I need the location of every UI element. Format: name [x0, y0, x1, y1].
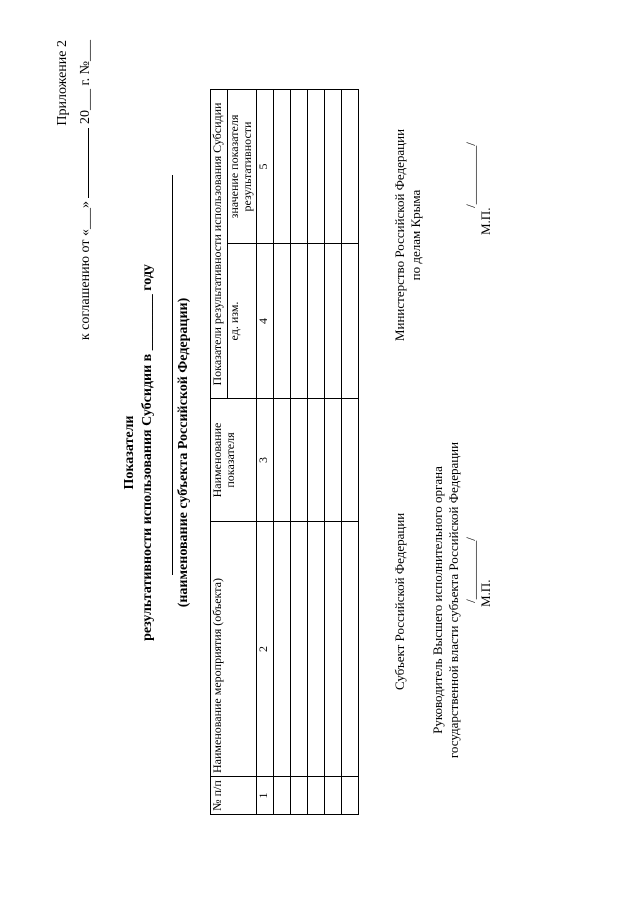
left-signature-role: Руководитель Высшего исполнительного орг…: [430, 435, 462, 765]
right-mp-label: М.П.: [478, 207, 493, 235]
index-cell: 4: [256, 243, 274, 399]
right-signature-line: /_________/: [463, 142, 478, 208]
index-cell: 2: [256, 521, 274, 777]
index-cell: 3: [256, 398, 274, 522]
header-event: Наименование мероприятия (объекта): [210, 521, 257, 777]
header-value: значение показателя результативности: [227, 89, 257, 244]
index-cell: 5: [256, 89, 274, 244]
table-row-index: 1 2 3 4 5: [256, 89, 274, 815]
page-title: Показатели: [122, 415, 137, 490]
page-subtitle: результативности использования Субсидии …: [140, 264, 155, 641]
agreement-month-blank: [88, 127, 89, 198]
subject-name-caption: (наименование субъекта Российской Федера…: [176, 297, 191, 608]
table-row: [307, 89, 325, 815]
agreement-year-number: 20___ г. №___: [78, 40, 93, 125]
header-unit: ед. изм.: [227, 243, 257, 399]
table-row: [341, 89, 359, 815]
subject-name-line: [172, 175, 173, 575]
left-mp-label: М.П.: [478, 579, 493, 607]
indicators-table: № п/п Наименование мероприятия (объекта)…: [210, 89, 359, 815]
left-role-line2: государственной власти субъекта Российск…: [446, 441, 461, 759]
right-title-line1: Министерство Российской Федерации: [392, 128, 407, 342]
right-signature-title: Министерство Российской Федерации по дел…: [392, 105, 424, 365]
header-group: Показатели результативности использовани…: [210, 89, 228, 399]
table-row: [273, 89, 291, 815]
index-cell: 1: [256, 776, 274, 815]
table-row: [290, 89, 308, 815]
header-num: № п/п: [210, 776, 257, 815]
left-signature-title: Субъект Российской Федерации: [392, 512, 407, 690]
left-role-line1: Руководитель Высшего исполнительного орг…: [430, 466, 445, 734]
table-row: [324, 89, 342, 815]
agreement-prefix: к соглашению от «___»: [78, 201, 93, 341]
right-title-line2: по делам Крыма: [408, 189, 423, 281]
appendix-label: Приложение 2: [55, 40, 70, 126]
header-indicator: Наименование показателя: [210, 398, 257, 522]
left-signature-line: /_________/: [463, 537, 478, 603]
agreement-line: к соглашению от «___» 20___ г. №___: [78, 40, 94, 340]
